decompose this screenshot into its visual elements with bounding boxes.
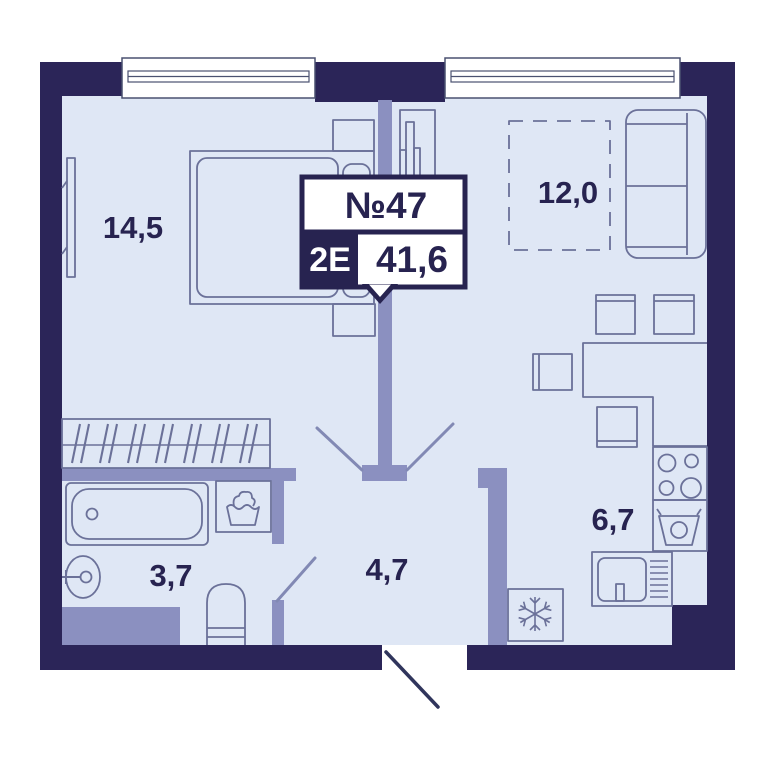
fridge <box>507 588 564 642</box>
bedroom-area-label: 14,5 <box>103 210 163 245</box>
sofa <box>625 109 707 259</box>
wall-tv <box>61 157 76 278</box>
chair <box>596 406 638 448</box>
door-swings <box>275 422 455 603</box>
bathroom-area-label: 3,7 <box>149 558 192 593</box>
living-area-label: 12,0 <box>538 175 598 210</box>
dining-counter <box>582 342 707 447</box>
wardrobe-hangers <box>61 418 271 469</box>
wardrobe-zone-dashed <box>508 120 611 251</box>
unit-type: 2Е <box>309 241 351 279</box>
washbasin-icon <box>62 555 101 599</box>
bedroom-door-swing <box>315 426 364 472</box>
window-bedroom <box>121 57 316 99</box>
snowflake-icon <box>518 597 552 631</box>
bathroom-door-swing <box>275 556 317 603</box>
toilet-icon <box>206 583 246 645</box>
washing-machine <box>591 551 673 607</box>
nightstand-top <box>332 119 375 152</box>
entrance-door-swing <box>384 650 440 709</box>
laundry-basket-icon <box>215 480 272 533</box>
kitchen-area-label: 6,7 <box>591 502 634 537</box>
kitchen-sink-icon <box>652 499 708 552</box>
chair <box>595 294 636 335</box>
window-living <box>444 57 681 99</box>
unit-area: 41,6 <box>376 239 448 280</box>
living-door-swing <box>405 422 455 472</box>
outer-walls <box>40 62 735 670</box>
nightstand-bottom <box>332 303 376 337</box>
bathtub-icon <box>65 482 209 546</box>
unit-number: №47 <box>345 185 427 226</box>
chair <box>653 294 695 335</box>
media-stand <box>399 109 436 178</box>
chair <box>532 353 573 391</box>
hallway-area-label: 4,7 <box>365 552 408 587</box>
unit-badge: №47 2Е 41,6 <box>299 174 468 304</box>
